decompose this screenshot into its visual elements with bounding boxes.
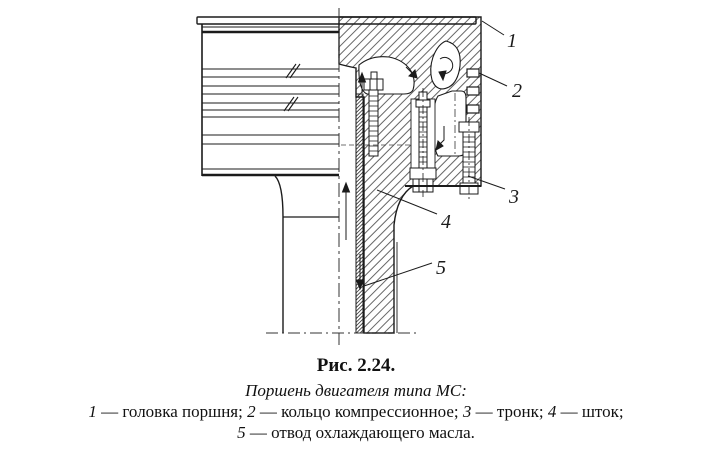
crown-top-lip (196, 16, 477, 25)
legend-item: 3 — тронк; (462, 402, 544, 421)
figure-legend-line-1: 1 — головка поршня; 2 — кольцо компресси… (0, 401, 712, 422)
callout-3: 3 (508, 186, 519, 208)
figure-subtitle: Поршень двигателя типа МС: (245, 381, 467, 400)
rod-fillet-outline (274, 175, 284, 333)
stud-left (363, 71, 384, 157)
stud-central (409, 88, 437, 197)
oil-drop-arrow (435, 126, 445, 151)
cooling-cavity-teardrop (430, 40, 461, 90)
callout-leader-lines (363, 20, 508, 287)
piston-cross-section-diagram: 1 2 3 4 5 (196, 8, 522, 345)
break-marks (283, 63, 301, 112)
legend-item: 2 — кольцо компрессионное; (247, 402, 459, 421)
oil-drain-down-arrow (355, 254, 365, 291)
callout-1: 1 (507, 30, 517, 52)
figure-caption: Рис. 2.24. Поршень двигателя типа МС: 1 … (0, 354, 712, 443)
legend-item: 4 — шток; (547, 402, 624, 421)
piston-external-view (196, 16, 477, 333)
callout-5: 5 (436, 257, 446, 279)
oil-flow-diagonal-arrow (405, 66, 418, 79)
figure-number: Рис. 2.24. (316, 355, 396, 376)
callout-4: 4 (441, 211, 451, 233)
callout-2: 2 (512, 80, 522, 102)
legend-item: 5 — отвод охлаждающего масла. (237, 423, 475, 442)
figure-legend-line-2: 5 — отвод охлаждающего масла. (0, 422, 712, 443)
oil-flow-arrows (341, 56, 454, 291)
legend-item: 1 — головка поршня; (88, 402, 243, 421)
ring-groove-lines (202, 68, 339, 145)
oil-swirl-arrow (438, 56, 454, 82)
oil-drain-channel (355, 93, 364, 334)
oil-flow-up-arrow (341, 181, 351, 240)
oil-flow-up-arrow-small (357, 71, 367, 93)
